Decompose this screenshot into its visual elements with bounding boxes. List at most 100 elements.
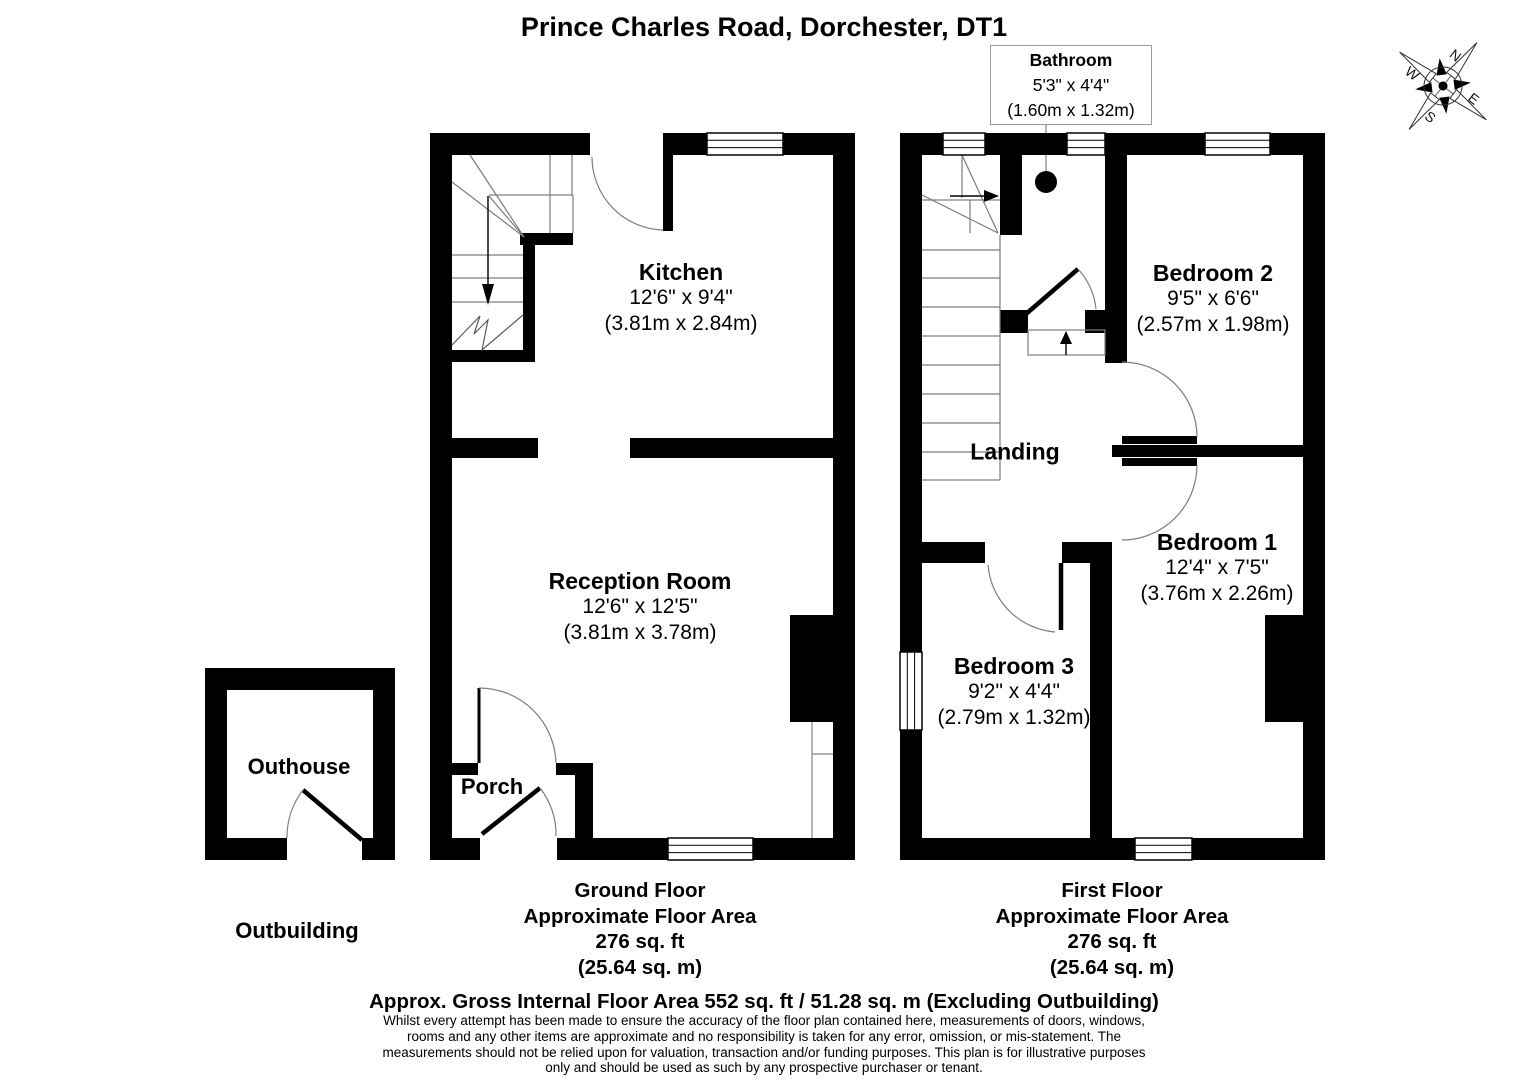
room-size-imperial: 12'6" x 9'4" [629, 286, 733, 309]
bulkhead-arrow [1060, 331, 1072, 355]
room-size-metric: (3.81m x 3.78m) [563, 621, 717, 644]
ground-floor-doors [477, 156, 833, 838]
wall [362, 838, 395, 860]
wall [1062, 542, 1090, 563]
wall [900, 133, 922, 652]
chimney-breast [1265, 615, 1303, 722]
window-bedroom2-top [1204, 132, 1271, 156]
disclaimer-line: measurements should not be relied upon f… [382, 1044, 1146, 1060]
wall [205, 668, 227, 860]
bedroom-divider-wall [1112, 445, 1303, 457]
bedroom3-label: Bedroom 3 9'2" x 4'4" (2.79m x 1.32m) [938, 653, 1091, 731]
bedroom1-label: Bedroom 1 12'4" x 7'5" (3.76m x 2.26m) [1141, 529, 1294, 607]
porch-label: Porch [460, 774, 524, 799]
floor-area-m: (25.64 sq. m) [577, 955, 703, 979]
disclaimer-text: Whilst every attempt has been made to en… [383, 1013, 1146, 1076]
porch-wall [452, 763, 478, 775]
stair-break-line [451, 314, 524, 352]
outhouse-plan [205, 668, 395, 860]
bedroom2-door-arc [1121, 361, 1198, 438]
front-door-leaf [480, 786, 542, 836]
window-reception-bottom [667, 837, 754, 861]
disclaimer-line: only and should be used as such by any p… [545, 1060, 983, 1076]
wall [753, 838, 855, 860]
wall [663, 133, 707, 155]
wall [430, 133, 452, 860]
wall [900, 730, 922, 860]
bedroom2-door-leaf [1122, 436, 1197, 444]
room-name: Bedroom 2 [1152, 260, 1274, 286]
wall [1303, 133, 1325, 860]
wall [205, 668, 395, 690]
gross-internal-area: Approx. Gross Internal Floor Area 552 sq… [369, 990, 1159, 1013]
outhouse-label: Outhouse [247, 754, 351, 779]
wall [373, 668, 395, 860]
wall [833, 133, 855, 860]
window-kitchen-top [706, 132, 784, 156]
bathroom-locator-dot [1035, 171, 1057, 193]
first-floor-plan [900, 133, 1325, 860]
floor-area-m: (25.64 sq. m) [1049, 955, 1175, 979]
room-size-imperial: 9'5" x 6'6" [1167, 287, 1259, 310]
room-size-metric: (2.79m x 1.32m) [937, 706, 1091, 729]
room-size-imperial: 12'4" x 7'5" [1165, 556, 1269, 579]
wall [1090, 542, 1112, 860]
room-size-imperial: 12'6" x 12'5" [582, 595, 698, 618]
front-door-arc [539, 787, 557, 837]
room-size-metric: (3.81m x 2.84m) [604, 312, 758, 335]
porch-wall [556, 763, 593, 775]
floor-area-ft: 276 sq. ft [595, 930, 685, 953]
room-size-imperial: 9'2" x 4'4" [968, 680, 1060, 703]
room-name: Bedroom 3 [953, 653, 1075, 679]
landing-label: Landing [970, 438, 1060, 465]
room-name: Kitchen [638, 259, 724, 285]
wall [922, 542, 985, 563]
first-floor-summary: First Floor Approximate Floor Area 276 s… [996, 878, 1229, 980]
bedroom1-door-arc [1121, 464, 1198, 541]
ground-floor-plan [430, 133, 855, 860]
door-jamb [663, 155, 673, 231]
stair-wall [520, 233, 573, 245]
floor-area-ft: 276 sq. ft [1067, 930, 1157, 953]
outhouse-door-leaf [301, 788, 364, 842]
bedroom3-door-arc [987, 564, 1056, 633]
room-name: Bedroom 1 [1156, 529, 1278, 555]
wall [205, 838, 287, 860]
disclaimer-line: Whilst every attempt has been made to en… [383, 1013, 1145, 1028]
wall [1192, 838, 1325, 860]
bathroom-door-leaf [1024, 267, 1080, 316]
first-floor-doors [987, 267, 1198, 633]
window-bathroom-top [1066, 132, 1106, 156]
room-size-imperial: 5'3" x 4'4" [1032, 74, 1110, 95]
stair-wall [523, 245, 535, 350]
window-bedroom1-bottom [1134, 837, 1193, 861]
floor-area-label: Approximate Floor Area [995, 904, 1229, 928]
wall [557, 838, 668, 860]
floor-name: Ground Floor [574, 879, 706, 902]
disclaimer-line: rooms and any other items are approximat… [406, 1028, 1122, 1044]
window-stairwell-top [942, 132, 986, 156]
room-name: Bathroom [1029, 49, 1113, 70]
stair-wall [1000, 155, 1022, 235]
windows [667, 132, 1271, 861]
wall [1105, 133, 1205, 155]
chimney-breast [790, 615, 833, 722]
kitchen-label: Kitchen 12'6" x 9'4" (3.81m x 2.84m) [605, 259, 758, 337]
outhouse-door [286, 788, 364, 842]
wall [452, 438, 538, 458]
bathroom-wall [1105, 155, 1127, 363]
porch-inner-door-arc [478, 687, 557, 764]
wall [630, 438, 833, 458]
compass-icon: N E S W [1399, 42, 1487, 130]
floor-name: First Floor [1061, 879, 1163, 902]
wall [430, 838, 480, 860]
wall [985, 133, 1067, 155]
bedroom1-door-leaf [1122, 458, 1197, 466]
stairs-down-arrow [482, 196, 494, 305]
wall [430, 133, 590, 155]
page-title: Prince Charles Road, Dorchester, DT1 [520, 12, 1008, 42]
window-bedroom3-left [899, 651, 923, 731]
stair-wall [452, 350, 535, 362]
